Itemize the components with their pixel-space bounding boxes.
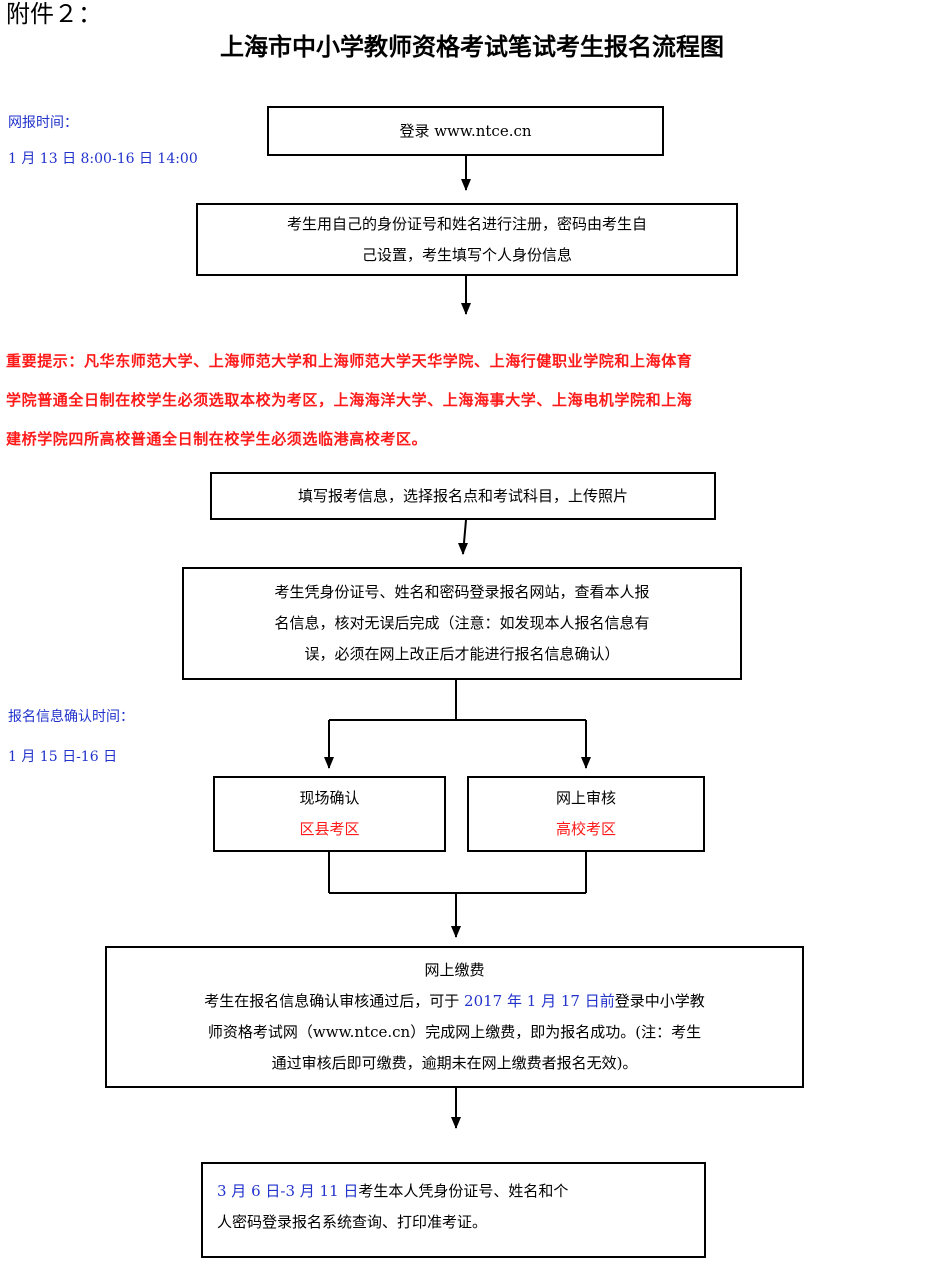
confirm-time-value: 1 月 15 日-16 日 [8,749,118,765]
step-fill-box: 填写报考信息，选择报名点和考试科目，上传照片 [210,472,716,520]
attachment-label: 附件２： [6,0,102,28]
step-fill-text: 填写报考信息，选择报名点和考试科目，上传照片 [297,486,628,505]
important-notice-line1: 重要提示：凡华东师范大学、上海师范大学和上海师范大学天华学院、上海行健职业学院和… [6,352,693,370]
confirm-time-label: 报名信息确认时间： [8,709,134,725]
branch-online-box: 网上审核 高校考区 [467,776,705,852]
step-payment-title: 网上缴费 [424,961,485,979]
step-check-line3: 误，必须在网上改正后才能进行报名信息确认） [304,645,620,663]
step-register-box: 考生用自己的身份证号和姓名进行注册，密码由考生自 己设置，考生填写个人身份信息 [196,203,738,276]
important-notice-line2: 学院普通全日制在校学生必须选取本校为考区，上海海洋大学、上海海事大学、上海电机学… [6,391,693,409]
step-payment-box: 网上缴费 考生在报名信息确认审核通过后，可于 2017 年 1 月 17 日前登… [105,946,804,1088]
branch-online-title: 网上审核 [555,789,616,807]
branch-onsite-subtitle: 区县考区 [299,820,360,838]
step-register-line1: 考生用自己的身份证号和姓名进行注册，密码由考生自 [286,214,647,233]
step-print-line1-after: 考生本人凭身份证号、姓名和个 [358,1182,569,1200]
online-time-value: 1 月 13 日 8:00-16 日 14:00 [8,151,198,167]
step-print-box: 3 月 6 日-3 月 11 日考生本人凭身份证号、姓名和个 人密码登录报名系统… [201,1162,706,1258]
online-time-label: 网报时间： [8,115,78,131]
important-notice-line3: 建桥学院四所高校普通全日制在校学生必须选临港高校考区。 [6,430,428,448]
step-login-text: 登录 www.ntce.cn [399,121,532,140]
step-register-line2: 己设置，考生填写个人身份信息 [361,245,572,264]
step-payment-line1-before: 考生在报名信息确认审核通过后，可于 [204,992,465,1010]
step-print-line2: 人密码登录报名系统查询、打印准考证。 [217,1213,488,1231]
print-date-range: 3 月 6 日-3 月 11 日 [217,1182,359,1200]
page-title: 上海市中小学教师资格考试笔试考生报名流程图 [220,33,724,61]
step-check-box: 考生凭身份证号、姓名和密码登录报名网站，查看本人报 名信息，核对无误后完成（注意… [182,567,742,680]
arrow-fill-to-check [458,519,468,555]
step-payment-line1: 考生在报名信息确认审核通过后，可于 2017 年 1 月 17 日前登录中小学教 [107,986,802,1017]
important-notice: 重要提示：凡华东师范大学、上海师范大学和上海师范大学天华学院、上海行健职业学院和… [6,342,938,459]
branch-online-subtitle: 高校考区 [555,820,616,838]
step-check-line2: 名信息，核对无误后完成（注意：如发现本人报名信息有 [274,614,650,632]
step-payment-line1-after: 登录中小学教 [614,992,705,1010]
step-print-line1: 3 月 6 日-3 月 11 日考生本人凭身份证号、姓名和个 [217,1176,568,1207]
branch-onsite-title: 现场确认 [299,789,360,807]
payment-deadline: 2017 年 1 月 17 日前 [464,992,615,1010]
step-login-box: 登录 www.ntce.cn [267,106,664,156]
branch-onsite-box: 现场确认 区县考区 [213,776,446,852]
step-payment-line3: 通过审核后即可缴费，逾期未在网上缴费者报名无效)。 [271,1054,638,1072]
step-payment-line2: 师资格考试网（www.ntce.cn）完成网上缴费，即为报名成功。(注：考生 [207,1023,702,1041]
step-check-line1: 考生凭身份证号、姓名和密码登录报名网站，查看本人报 [274,583,650,601]
